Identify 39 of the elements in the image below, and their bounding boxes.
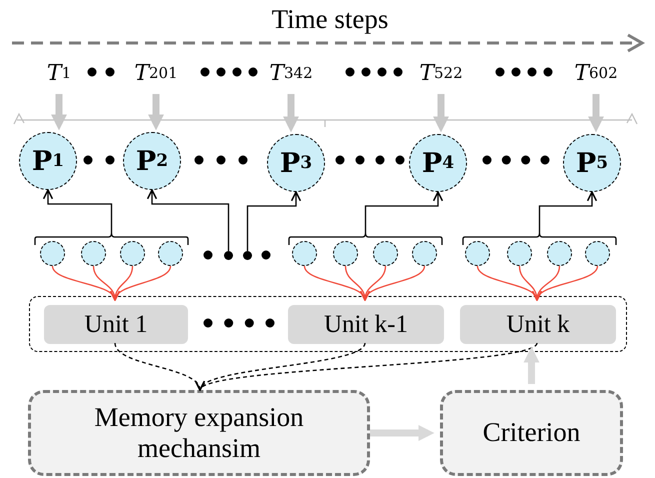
small-circle xyxy=(412,241,437,266)
arrow xyxy=(362,266,426,301)
ellipsis-dot xyxy=(224,251,233,260)
small-circle xyxy=(585,241,610,266)
arrow xyxy=(42,189,112,233)
arrow xyxy=(112,266,172,301)
arrow xyxy=(364,191,444,233)
block-arrow xyxy=(148,94,164,130)
block-arrow xyxy=(370,425,434,441)
unit-box: Unit k-1 xyxy=(288,305,444,344)
dashed-container xyxy=(29,296,627,352)
small-circle xyxy=(465,241,490,266)
small-circle xyxy=(40,241,65,266)
small-circle xyxy=(507,241,532,266)
unit-box: Unit 1 xyxy=(44,305,188,344)
criterion-box: Criterion xyxy=(440,390,623,476)
arrow xyxy=(146,189,230,251)
small-circle xyxy=(81,241,106,266)
arrow xyxy=(538,191,598,233)
block-arrow xyxy=(433,94,449,132)
unit-box: Unit k xyxy=(460,305,616,344)
arrow xyxy=(246,191,302,251)
curly-brace xyxy=(288,233,443,245)
curly-brace xyxy=(34,233,189,245)
small-circle xyxy=(373,241,398,266)
small-circle xyxy=(292,241,317,266)
block-arrow xyxy=(588,94,604,132)
small-circle xyxy=(158,241,183,266)
arrow xyxy=(114,342,202,391)
block-arrow xyxy=(283,94,299,132)
block-arrow xyxy=(51,94,67,130)
mechanism-box: Memory expansion mechansim xyxy=(28,390,370,476)
time-axis-label: Time steps xyxy=(270,3,390,35)
curly-brace xyxy=(462,233,617,245)
arrow xyxy=(534,266,598,301)
small-circle xyxy=(333,241,358,266)
ellipsis-dot xyxy=(243,251,252,260)
small-circle xyxy=(547,241,572,266)
small-circle xyxy=(120,241,145,266)
